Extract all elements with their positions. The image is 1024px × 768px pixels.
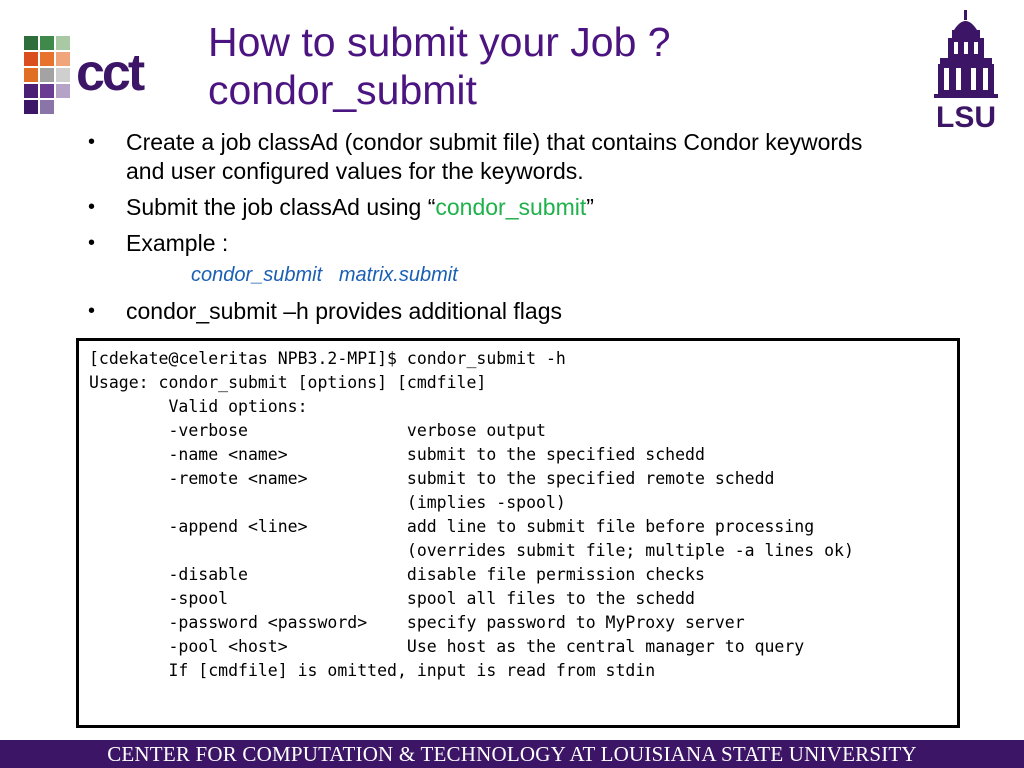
bullet-item-example: • Example : [88, 229, 888, 258]
bullet-dot-icon: • [88, 232, 96, 254]
bullet-item-create-classad: • Create a job classAd (condor submit fi… [88, 128, 888, 186]
bullet-command-highlight: condor_submit [435, 194, 587, 220]
bullet-item-help-flag: • condor_submit –h provides additional f… [88, 297, 888, 326]
bullet-text-prefix: Submit the job classAd using “ [126, 194, 436, 220]
bullet-item-submit-classad: • Submit the job classAd using “condor_s… [88, 193, 888, 222]
terminal-line: (implies -spool) [89, 493, 566, 512]
terminal-line: If [cmdfile] is omitted, input is read f… [89, 661, 656, 680]
terminal-line: -verbose verbose output [89, 421, 546, 440]
footer-text: CENTER FOR COMPUTATION & TECHNOLOGY AT L… [107, 742, 917, 766]
slide-title: How to submit your Job ? condor_submit [208, 18, 671, 114]
bullet-dot-icon: • [88, 300, 96, 322]
terminal-output-box: [cdekate@celeritas NPB3.2-MPI]$ condor_s… [76, 338, 960, 728]
cct-logo-text: cct [76, 44, 145, 102]
terminal-line: Valid options: [89, 397, 308, 416]
terminal-line: [cdekate@celeritas NPB3.2-MPI]$ condor_s… [89, 349, 566, 368]
lsu-logo-text: LSU [936, 101, 996, 130]
bullet-text: condor_submit –h provides additional fla… [126, 298, 562, 324]
footer-banner: CENTER FOR COMPUTATION & TECHNOLOGY AT L… [0, 740, 1024, 768]
terminal-line: (overrides submit file; multiple -a line… [89, 541, 854, 560]
lsu-logo: LSU [934, 10, 998, 130]
terminal-line: -password <password> specify password to… [89, 613, 745, 632]
bullet-dot-icon: • [88, 131, 96, 153]
cct-logo: cct [24, 36, 148, 114]
terminal-line: -pool <host> Use host as the central man… [89, 637, 805, 656]
terminal-line: Usage: condor_submit [options] [cmdfile] [89, 373, 487, 392]
slide-title-line-1: How to submit your Job ? [208, 19, 671, 65]
bullet-list: • Create a job classAd (condor submit fi… [88, 128, 888, 333]
slide-title-line-2: condor_submit [208, 67, 477, 113]
bullet-text: Example : [126, 230, 229, 256]
example-command: condor_submit matrix.submit [191, 264, 458, 286]
terminal-line: -name <name> submit to the specified sch… [89, 445, 705, 464]
terminal-line: -spool spool all files to the schedd [89, 589, 695, 608]
bullet-text: Create a job classAd (condor submit file… [126, 129, 863, 184]
terminal-line: -disable disable file permission checks [89, 565, 705, 584]
terminal-line: -append <line> add line to submit file b… [89, 517, 815, 536]
terminal-line: -remote <name> submit to the specified r… [89, 469, 775, 488]
bullet-dot-icon: • [88, 196, 96, 218]
bullet-text-suffix: ” [586, 194, 594, 220]
